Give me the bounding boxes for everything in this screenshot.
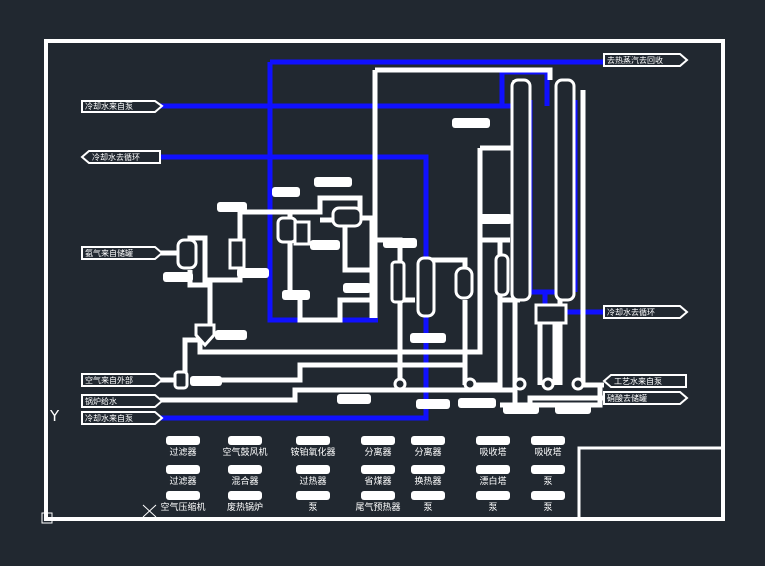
legend-equipment-name: 过热器 [299,475,326,487]
legend-tag-block [476,436,510,445]
legend-tag-block [166,465,200,474]
legend-equipment-name: 泵 [423,502,432,513]
drawing-border [44,39,725,521]
tag-air-from-outside: 空气来自外部 [81,373,164,387]
economizer [390,260,406,304]
legend-equipment-name: 混合器 [231,475,258,487]
oxidizer [276,216,298,244]
legend-tag-block [361,436,395,445]
legend-tag-block [531,491,565,500]
svg-text:空气来自外部: 空气来自外部 [85,375,133,385]
legend-tag-block [361,491,395,500]
waste-heat-boiler [331,206,363,228]
tag-acid-to-storage: 硝酸去储罐 [603,391,689,405]
legend-tag-block [531,436,565,445]
legend-tag-block [411,436,445,445]
legend-tag-block [476,465,510,474]
legend-tag-block [228,436,262,445]
separator-2 [454,266,474,300]
filter-1 [176,238,198,270]
legend-equipment-name: 铵铂氧化器 [290,446,335,458]
tag-process-water-from-pump: 工艺水来自泵 [602,374,687,388]
svg-text:氨气来自储罐: 氨气来自储罐 [85,248,133,258]
legend-equipment-name: 泵 [488,502,497,513]
bleach-tower [494,253,510,297]
legend-tag-block [228,491,262,500]
legend-tag-block [166,491,200,500]
absorber-2 [554,78,576,302]
tag-steam-to-recovery: 去热蒸汽去回收 [603,53,689,67]
inlet-tags: 冷却水来自泵 冷却水去循环 氨气来自储罐 空气来自外部 锅炉给水 冷却水来自泵 [80,100,164,425]
air-compressor [194,323,216,348]
ucs-icon: Y [41,407,157,524]
absorber-packing [534,303,568,325]
svg-text:硝酸去储罐: 硝酸去储罐 [607,393,647,403]
legend-equipment-name: 空气压缩机 [160,501,205,513]
svg-text:冷却水来自泵: 冷却水来自泵 [85,101,133,111]
legend-equipment-name: 吸收塔 [479,446,506,458]
legend-equipment-name: 废热锅炉 [227,501,263,513]
legend-equipment-name: 过滤器 [169,475,196,487]
absorber-1 [510,78,532,302]
tag-cooling-water-return-top: 冷却水去循环 [80,150,161,164]
pump-1 [393,377,407,391]
legend-equipment-name: 尾气预热器 [355,501,400,513]
legend-equipment-name: 空气鼓风机 [222,446,267,458]
legend-tag-block [531,465,565,474]
legend-tag-block [296,491,330,500]
air-filter [173,370,189,390]
tag-cooling-water-return-right: 冷却水去循环 [603,305,689,319]
svg-text:去热蒸汽去回收: 去热蒸汽去回收 [607,55,663,65]
legend-equipment-name: 分离器 [364,446,391,458]
pump-3 [513,377,527,391]
legend-equipment-name: 分离器 [414,446,441,458]
legend-tag-block [296,465,330,474]
mixer [228,238,246,270]
pump-2 [463,377,477,391]
legend-tag-block [476,491,510,500]
tag-cooling-water-in-top: 冷却水来自泵 [81,100,164,113]
svg-text:锅炉给水: 锅炉给水 [85,396,117,406]
equipment [173,78,585,391]
svg-text:冷却水来自泵: 冷却水来自泵 [85,413,133,423]
legend-equipment-name: 泵 [543,502,552,513]
legend-equipment-name: 泵 [308,502,317,513]
outlet-tags: 去热蒸汽去回收 冷却水去循环 工艺水来自泵 硝酸去储罐 [602,53,689,405]
legend-equipment-name: 漂白塔 [479,475,506,487]
legend-tag-block [228,465,262,474]
equipment-tag-blocks [163,118,591,414]
legend-equipment-name: 过滤器 [169,446,196,458]
svg-text:工艺水来自泵: 工艺水来自泵 [614,376,662,386]
legend-equipment-name: 吸收塔 [534,446,561,458]
title-block [577,446,723,519]
legend-tag-block [361,465,395,474]
process-pipes [160,67,604,408]
legend-equipment-name: 泵 [543,476,552,487]
legend-equipment-name: 换热器 [414,475,441,487]
tag-ammonia-from-tank: 氨气来自储罐 [81,246,164,260]
legend-tag-block [296,436,330,445]
tag-cooling-water-in-bottom: 冷却水来自泵 [81,411,164,425]
svg-text:冷却水去循环: 冷却水去循环 [92,152,140,162]
separator-1 [416,256,436,318]
superheater [293,220,311,246]
legend-tag-block [166,436,200,445]
legend-tag-block [411,491,445,500]
equipment-legend: 过滤器空气鼓风机铵铂氧化器分离器分离器吸收塔吸收塔过滤器混合器过热器省煤器换热器… [160,436,565,513]
pump-4 [541,377,555,391]
pump-5 [571,377,585,391]
legend-equipment-name: 省煤器 [364,475,391,487]
legend-tag-block [411,465,445,474]
svg-text:冷却水去循环: 冷却水去循环 [607,307,655,317]
svg-text:Y: Y [49,407,60,425]
tag-boiler-feed-water: 锅炉给水 [81,394,164,408]
